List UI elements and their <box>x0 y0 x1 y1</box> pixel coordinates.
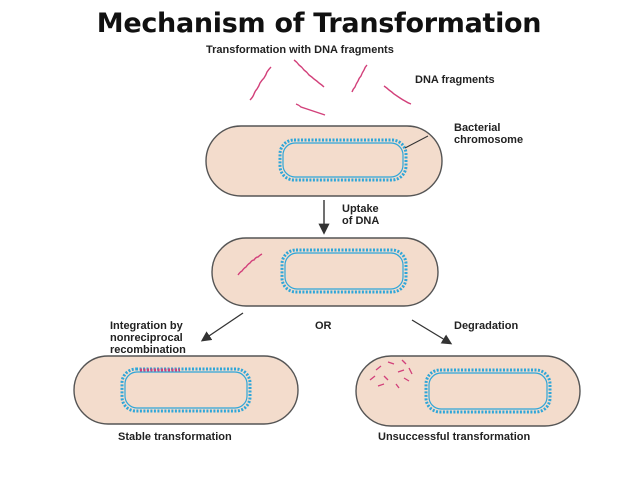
uptake-label: Uptake of DNA <box>342 203 380 227</box>
degraded-dna-fragments <box>369 359 413 389</box>
dna-fragments-group <box>249 59 412 116</box>
cell-initial <box>205 125 443 197</box>
chromosome-pointer-line <box>404 135 429 149</box>
internalized-dna-fragment <box>237 253 263 276</box>
bacterial-chromosome-label: Bacterial chromosome <box>454 122 524 146</box>
or-label: OR <box>315 320 332 332</box>
page-title: Mechanism of Transformation <box>96 8 542 39</box>
degradation-arrow <box>411 319 453 345</box>
cell-unsuccessful <box>355 355 581 427</box>
dna-fragment <box>293 59 325 88</box>
dna-fragment <box>295 103 326 116</box>
cell-stable <box>73 355 299 425</box>
integration-label: Integration by nonreciprocal recombinati… <box>110 320 186 356</box>
dna-fragment <box>351 64 368 93</box>
cell-after-uptake <box>211 237 439 307</box>
dna-fragment <box>249 66 272 101</box>
dna-fragments-label: DNA fragments <box>415 74 495 86</box>
integration-arrow <box>200 312 244 342</box>
stable-transformation-label: Stable transformation <box>118 431 232 443</box>
degradation-label: Degradation <box>454 320 519 332</box>
transformation-with-dna-label: Transformation with DNA fragments <box>206 44 394 56</box>
unsuccessful-transformation-label: Unsuccessful transformation <box>378 431 531 443</box>
dna-fragment <box>383 85 412 105</box>
